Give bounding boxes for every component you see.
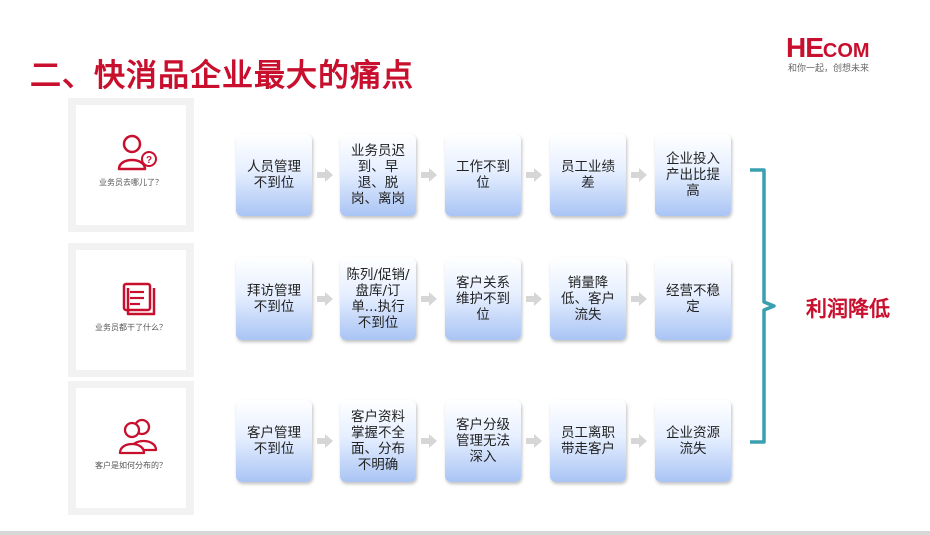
- bottom-divider: [0, 531, 930, 535]
- arrow-right-icon: [631, 168, 647, 182]
- pain-box: 客户管理不到位: [236, 400, 312, 482]
- arrow-right-icon: [526, 292, 542, 306]
- user-question-icon: ?: [117, 134, 157, 171]
- pain-box: 销量降低、客户流失: [550, 258, 626, 340]
- page-title: 二、快消品企业最大的痛点: [30, 58, 414, 94]
- card-caption: 客户是如何分布的？: [95, 461, 167, 470]
- right-brace-icon: [750, 168, 776, 444]
- pain-box: 客户分级管理无法深入: [445, 400, 521, 482]
- pain-card-3: 客户是如何分布的？: [68, 381, 194, 515]
- pain-box: 人员管理不到位: [236, 134, 312, 216]
- pain-box: 企业投入产出比提高: [655, 134, 731, 216]
- arrow-right-icon: [631, 292, 647, 306]
- pain-card-2: 业务员都干了什么？: [68, 243, 194, 377]
- arrow-right-icon: [631, 434, 647, 448]
- pain-box: 企业资源流失: [655, 400, 731, 482]
- pain-box: 客户关系维护不到位: [445, 258, 521, 340]
- svg-text:?: ?: [146, 155, 152, 166]
- card-caption: 业务员都干了什么？: [95, 323, 167, 332]
- pain-card-1: ? 业务员去哪儿了？: [68, 98, 194, 232]
- users-group-icon: [118, 418, 158, 455]
- arrow-right-icon: [421, 292, 437, 306]
- pain-box: 员工业绩差: [550, 134, 626, 216]
- hecom-logo: HECOM 和你一起，创想未来: [786, 32, 916, 75]
- card-caption: 业务员去哪儿了？: [99, 178, 163, 187]
- arrow-right-icon: [526, 434, 542, 448]
- pain-box: 客户资料掌握不全面、分布不明确: [340, 400, 416, 482]
- pain-box: 工作不到位: [445, 134, 521, 216]
- arrow-right-icon: [317, 168, 333, 182]
- pain-box: 业务员迟到、早退、脱岗、离岗: [340, 134, 416, 216]
- logo-mark: HECOM: [786, 32, 870, 63]
- logo-tagline: 和你一起，创想未来: [788, 64, 870, 74]
- arrow-right-icon: [526, 168, 542, 182]
- pain-box: 经营不稳定: [655, 258, 731, 340]
- arrow-right-icon: [317, 292, 333, 306]
- arrow-right-icon: [317, 434, 333, 448]
- pain-box: 陈列/促销/盘库/订单...执行不到位: [340, 258, 416, 340]
- result-label: 利润降低: [806, 297, 890, 321]
- arrow-right-icon: [421, 168, 437, 182]
- pain-box: 拜访管理不到位: [236, 258, 312, 340]
- pain-box: 员工离职带走客户: [550, 400, 626, 482]
- arrow-right-icon: [421, 434, 437, 448]
- document-list-icon: [122, 282, 156, 316]
